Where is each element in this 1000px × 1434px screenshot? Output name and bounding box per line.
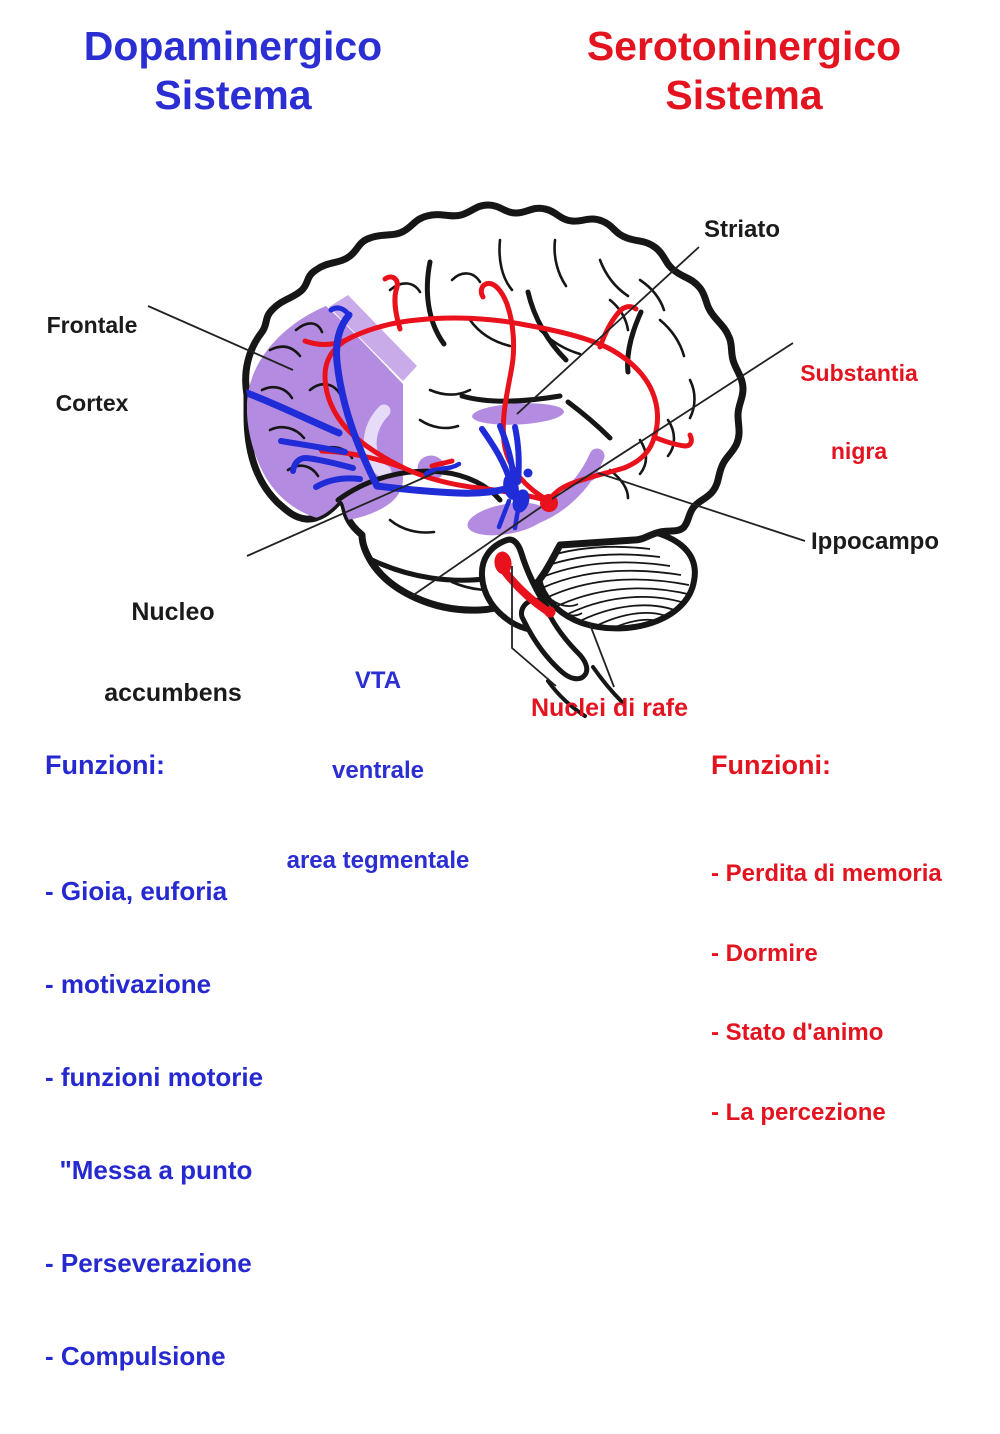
list-item: - Perdita di memoria xyxy=(711,860,942,887)
list-item: - Stato d'animo xyxy=(711,1019,884,1046)
substantia-leader-line xyxy=(551,342,794,500)
list-item: - motivazione xyxy=(45,969,212,999)
list-item: - Gioia, euforia xyxy=(45,876,228,906)
vta-label-line2: ventrale xyxy=(331,757,425,784)
vta-label-line1: VTA xyxy=(354,667,402,694)
leader-lines xyxy=(147,246,806,688)
dopamine-functions-items: - Gioia, euforia - motivazione - funzion… xyxy=(45,814,263,1434)
raphe-nuclei-label: Nuclei di rafe xyxy=(531,694,688,722)
dopaminergic-system-title: Dopaminergico Sistema xyxy=(25,22,441,120)
vta-label: VTA ventrale area tegmentale xyxy=(278,606,478,906)
accumbens-leader-line xyxy=(246,470,440,557)
dopamine-pathways xyxy=(245,305,533,531)
list-item: - funzioni motorie xyxy=(45,1062,264,1092)
frontal-cortex-label-line2: Cortex xyxy=(55,390,129,416)
nucleus-accumbens-label-line1: Nucleo xyxy=(131,598,215,626)
substantia-nigra-label-line2: nigra xyxy=(830,438,888,464)
list-item: "Messa a punto xyxy=(45,1155,253,1185)
striato-leader-line xyxy=(516,246,700,415)
title-right-line2: Sistema xyxy=(665,72,823,118)
substantia-nigra-label-line1: Substantia xyxy=(800,360,918,386)
rafe-leader-line-2 xyxy=(588,621,615,688)
raphe-nuclei xyxy=(494,551,556,618)
brain-systems-infographic: { "titles": { "left_line1": "Dopaminergi… xyxy=(22,0,948,1371)
list-item: - Perseverazione xyxy=(45,1248,252,1278)
vta-label-line3: area tegmentale xyxy=(286,847,470,874)
serotonin-functions-items: - Perdita di memoria - Dormire - Stato d… xyxy=(711,808,942,1179)
hippocampus-label: Ippocampo xyxy=(811,528,940,555)
amygdala-region xyxy=(467,502,547,536)
vta-leader-line xyxy=(411,506,542,597)
title-left-line1: Dopaminergico xyxy=(83,23,383,69)
frontale-leader-line xyxy=(147,305,294,371)
ippocampo-leader-line xyxy=(597,472,806,542)
dopamine-functions-heading: Funzioni: xyxy=(45,750,165,780)
list-item: - Compulsione xyxy=(45,1341,226,1371)
title-left-line2: Sistema xyxy=(154,72,312,118)
nucleus-accumbens-label-line2: accumbens xyxy=(104,679,242,707)
nucleus-accumbens-label: Nucleo accumbens xyxy=(93,545,253,734)
dopamine-functions-list: Funzioni: - Gioia, euforia - motivazione… xyxy=(45,750,263,1434)
serotonergic-system-title: Serotoninergico Sistema xyxy=(540,22,948,120)
rafe-leader-line-1 xyxy=(511,566,557,687)
list-item: - La percezione xyxy=(711,1098,886,1126)
vta-region xyxy=(503,468,533,513)
striatum-label: Striato xyxy=(704,216,781,243)
list-item: - Dormire xyxy=(711,939,818,967)
serotonin-functions-list: Funzioni: - Perdita di memoria - Dormire… xyxy=(711,750,942,1179)
brain-diagram xyxy=(147,0,806,718)
title-right-line1: Serotoninergico xyxy=(586,23,902,69)
frontal-cortex-label-line1: Frontale xyxy=(46,312,138,338)
serotonin-functions-heading: Funzioni: xyxy=(711,750,831,780)
cerebrum xyxy=(246,205,743,610)
raphe-dot xyxy=(494,551,512,575)
substantia-nigra-label: Substantia nigra xyxy=(788,308,930,490)
frontal-cortex-label: Frontale Cortex xyxy=(22,260,162,442)
spinal-cord-lines xyxy=(546,665,624,718)
